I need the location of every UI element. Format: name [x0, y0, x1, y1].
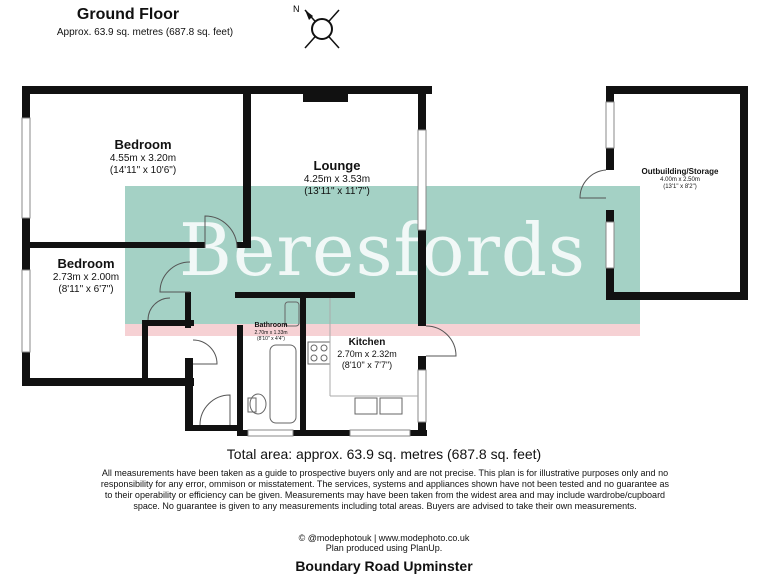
room-dims: 2.70m x 1.33m — [254, 330, 288, 337]
cupboard-wall — [142, 320, 194, 326]
toilet-icon — [249, 393, 267, 415]
door-outbuilding — [579, 169, 607, 199]
window-bedroom2 — [21, 269, 31, 353]
room-dims-imperial: (14'11" x 10'6") — [109, 164, 177, 176]
room-dims: 4.00m x 2.50m — [660, 176, 700, 183]
total-area: Total area: approx. 63.9 sq. metres (687… — [226, 446, 542, 462]
planup-credit: Plan produced using PlanUp. — [325, 543, 443, 553]
disclaimer-text: All measurements have been taken as a gu… — [100, 468, 670, 511]
door-bedroom2 — [159, 261, 191, 293]
room-name: Kitchen — [348, 337, 386, 348]
compass-icon: N — [293, 4, 340, 49]
floor-plan — [21, 86, 748, 437]
sink-icon — [284, 301, 300, 327]
watermark-band — [125, 186, 640, 336]
room-dims: 2.70m x 2.32m — [337, 349, 397, 359]
door-hall — [192, 339, 218, 365]
room-name: Lounge — [313, 158, 361, 173]
room-dims: 4.55m x 3.20m — [109, 152, 177, 164]
room-dims-imperial: (8'11" x 6'7") — [58, 283, 114, 295]
room-name: Bedroom — [57, 256, 115, 271]
room-bedroom1: Bedroom 4.55m x 3.20m (14'11" x 10'6") — [88, 137, 198, 177]
drainer-icon — [379, 397, 403, 415]
room-lounge: Lounge 4.25m x 3.53m (13'11" x 11'7") — [282, 158, 392, 198]
chimney-breast — [303, 86, 348, 102]
doors — [147, 169, 607, 426]
floor-title: Ground Floor — [76, 6, 180, 23]
room-name: Bathroom — [254, 322, 288, 329]
room-bedroom2: Bedroom 2.73m x 2.00m (8'11" x 6'7") — [36, 256, 136, 296]
kitchen-sink-icon — [354, 397, 378, 415]
toilet-cistern — [247, 397, 257, 413]
credit-line: © @modephotouk | www.modephoto.co.uk — [298, 533, 470, 543]
outbuilding-top — [606, 86, 748, 94]
room-dims: 4.25m x 3.53m — [303, 173, 371, 185]
room-dims: 2.73m x 2.00m — [52, 271, 120, 283]
door-entrance — [199, 394, 231, 426]
bathroom-right-wall — [300, 298, 306, 435]
floor-subtitle: Approx. 63.9 sq. metres (687.8 sq. feet) — [56, 27, 234, 38]
room-bathroom: Bathroom 2.70m x 1.33m (8'10" x 4'4") — [240, 322, 302, 342]
north-label: N — [293, 4, 300, 14]
bathroom-left-wall — [237, 325, 243, 435]
room-name: Outbuilding/Storage — [641, 167, 719, 176]
room-dims-imperial: (8'10" x 4'4") — [257, 336, 285, 343]
outbuilding-bottom — [606, 292, 748, 300]
room-kitchen: Kitchen 2.70m x 2.32m (8'10" x 7'7") — [332, 337, 402, 371]
room-dims-imperial: (13'1" x 8'2") — [663, 183, 697, 190]
bath-icon — [269, 344, 297, 424]
door-kitchen — [425, 325, 457, 357]
outer-wall-bottom-left — [22, 378, 194, 386]
room-dims-imperial: (13'11" x 11'7") — [304, 185, 370, 197]
property-address: Boundary Road Upminster — [295, 558, 473, 574]
windows — [21, 101, 615, 437]
hall-top-wall — [235, 292, 355, 298]
entrance-left-wall — [185, 358, 193, 430]
window-outbuilding-2 — [605, 221, 615, 269]
window-outbuilding — [605, 101, 615, 149]
fittings — [247, 298, 418, 424]
outbuilding-right — [740, 86, 748, 300]
room-outbuilding: Outbuilding/Storage 4.00m x 2.50m (13'1"… — [620, 167, 740, 191]
room-dims-imperial: (8'10" x 7'7") — [341, 359, 393, 370]
outer-wall-left — [22, 86, 30, 386]
partition-bedroom-lounge — [243, 86, 251, 246]
room-name: Bedroom — [114, 137, 172, 152]
hob-icon — [307, 341, 331, 365]
window-kitchen — [417, 369, 427, 423]
door-cupboard — [147, 297, 171, 321]
outer-wall-top — [22, 86, 432, 94]
window-lounge — [417, 129, 427, 231]
window-kitchen-bottom — [349, 429, 411, 437]
bedroom1-bottom-wall — [30, 242, 205, 248]
bottom-wall — [237, 430, 427, 436]
door-bedroom1 — [204, 215, 238, 249]
window-bathroom — [247, 429, 294, 437]
window-bedroom1 — [21, 117, 31, 219]
